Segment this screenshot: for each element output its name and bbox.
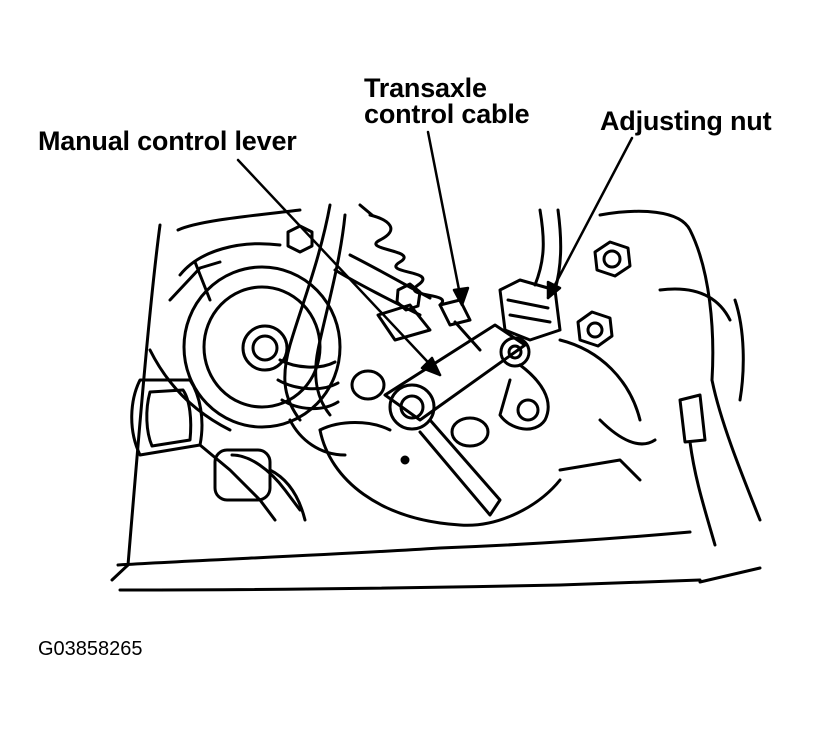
upper-right-hose [498,208,563,342]
transaxle-label-line2: control cable [364,99,530,129]
left-bracket [130,378,307,522]
transaxle-housing [110,208,762,592]
manual-control-lever-label: Manual control lever [38,126,297,156]
manual-control-lever [383,323,550,517]
sector-plate [318,369,562,527]
right-housing-details [558,298,745,547]
figure-id: G03858265 [38,638,143,660]
transaxle-label-line1: Transaxle [364,73,487,103]
left-pulley-assembly [148,242,342,432]
transaxle-control-cable-label: Transaxle control cable [364,73,530,129]
adjusting-nut-label: Adjusting nut [600,106,772,136]
control-cable [333,203,482,352]
leader-lines [236,130,634,377]
